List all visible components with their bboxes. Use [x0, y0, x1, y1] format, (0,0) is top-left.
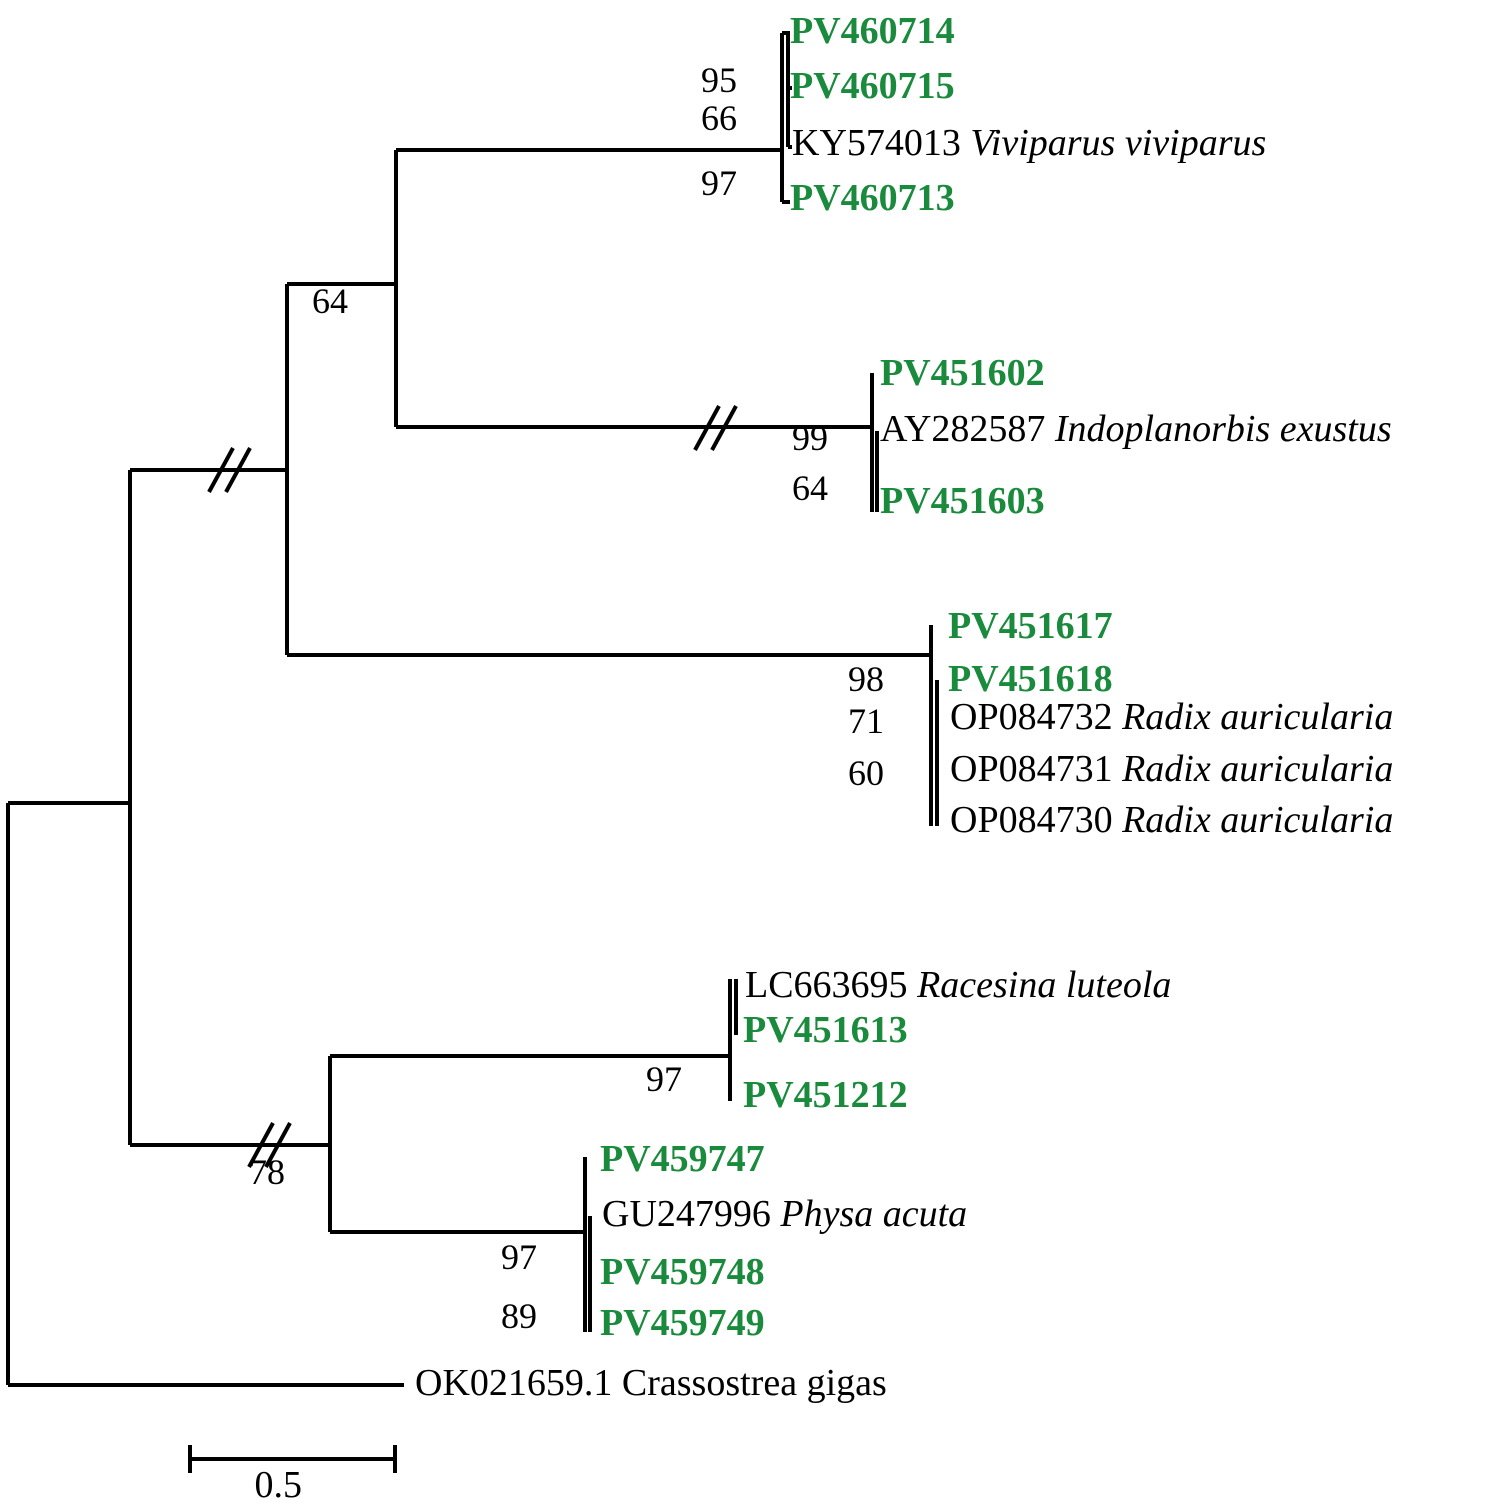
tip-label-PV459748: PV459748: [600, 1253, 765, 1291]
bootstrap-value-physa-97: 97: [501, 1237, 537, 1277]
tip-accession: OP084732: [950, 696, 1113, 738]
tip-accession: LC663695: [745, 964, 908, 1006]
tip-label-PV451618: PV451618: [948, 660, 1113, 698]
bootstrap-value-viviparus-inner-95: 95: [701, 60, 737, 100]
tip-accession: PV459748: [600, 1251, 765, 1293]
tip-species-name: Radix auricularia: [1112, 696, 1394, 738]
tip-label-PV460713: PV460713: [790, 179, 955, 217]
tip-label-OP084730: OP084730 Radix auricularia: [950, 801, 1393, 839]
tip-label-PV451613: PV451613: [743, 1011, 908, 1049]
scale-bar-label: 0.5: [254, 1464, 303, 1506]
branch-layer: [6, 31, 939, 1387]
tip-accession: PV460714: [790, 10, 955, 52]
bootstrap-value-viviparus-mid-66: 66: [701, 98, 737, 138]
tip-accession: KY574013: [792, 122, 961, 164]
bootstrap-value-lower-split-78: 78: [249, 1152, 285, 1192]
tip-label-PV451617: PV451617: [948, 607, 1113, 645]
tip-accession: PV451613: [743, 1009, 908, 1051]
tip-accession: AY282587: [880, 408, 1046, 450]
bootstrap-value-racesina-97: 97: [646, 1059, 682, 1099]
tip-label-AY282587: AY282587 Indoplanorbis exustus: [880, 410, 1392, 448]
tip-species-name: Radix auricularia: [1112, 799, 1394, 841]
tip-accession: PV459747: [600, 1138, 765, 1180]
tip-accession: PV451602: [880, 352, 1045, 394]
branch-break-indoplanorbis-icon: [693, 405, 738, 451]
branch-break-layer: [207, 405, 738, 1168]
branch-break-lower-icon: [247, 1122, 292, 1168]
bootstrap-value-indoplanorbis-64: 64: [792, 468, 828, 508]
tip-species-name: Indoplanorbis exustus: [1045, 408, 1392, 450]
tip-accession: OP084731: [950, 748, 1113, 790]
tip-label-KY574013: KY574013 Viviparus viviparus: [792, 124, 1266, 162]
tip-accession: OK021659.1: [415, 1362, 613, 1404]
tip-accession: PV460715: [790, 65, 955, 107]
tip-label-PV460715: PV460715: [790, 67, 955, 105]
tip-label-PV451603: PV451603: [880, 482, 1045, 520]
tip-label-GU247996: GU247996 Physa acuta: [602, 1195, 967, 1233]
tip-species-name: Radix auricularia: [1112, 748, 1394, 790]
tip-accession: PV451212: [743, 1074, 908, 1116]
bootstrap-value-viviparus-outer-97: 97: [701, 163, 737, 203]
bootstrap-value-radix-71: 71: [848, 701, 884, 741]
tip-species-name: Physa acuta: [770, 1193, 968, 1235]
tip-species-name: Racesina luteola: [907, 964, 1172, 1006]
tip-label-OP084731: OP084731 Radix auricularia: [950, 750, 1393, 788]
tip-label-OK021659-1: OK021659.1 Crassostrea gigas: [415, 1364, 887, 1402]
bootstrap-value-physa-89: 89: [501, 1296, 537, 1336]
bootstrap-value-radix-60: 60: [848, 753, 884, 793]
bootstrap-value-indoplanorbis-99: 99: [792, 418, 828, 458]
tip-label-PV459749: PV459749: [600, 1304, 765, 1342]
tip-label-OP084732: OP084732 Radix auricularia: [950, 698, 1393, 736]
tip-species-name: Crassostrea gigas: [612, 1362, 887, 1404]
tip-label-PV459747: PV459747: [600, 1140, 765, 1178]
tip-accession: PV451618: [948, 658, 1113, 700]
tip-accession: OP084730: [950, 799, 1113, 841]
tip-label-PV451602: PV451602: [880, 354, 1045, 392]
tip-accession: PV459749: [600, 1302, 765, 1344]
tip-label-PV460714: PV460714: [790, 12, 955, 50]
tip-accession: PV451617: [948, 605, 1113, 647]
bootstrap-value-radix-98: 98: [848, 659, 884, 699]
tip-accession: PV451603: [880, 480, 1045, 522]
tip-accession: GU247996: [602, 1193, 771, 1235]
tip-accession: PV460713: [790, 177, 955, 219]
tip-label-LC663695: LC663695 Racesina luteola: [745, 966, 1171, 1004]
bootstrap-value-upper-split-64: 64: [312, 281, 348, 321]
scale-bar: [188, 1445, 397, 1473]
tip-species-name: Viviparus viviparus: [960, 122, 1267, 164]
tip-label-PV451212: PV451212: [743, 1076, 908, 1114]
branch-break-upper-icon: [207, 447, 252, 493]
